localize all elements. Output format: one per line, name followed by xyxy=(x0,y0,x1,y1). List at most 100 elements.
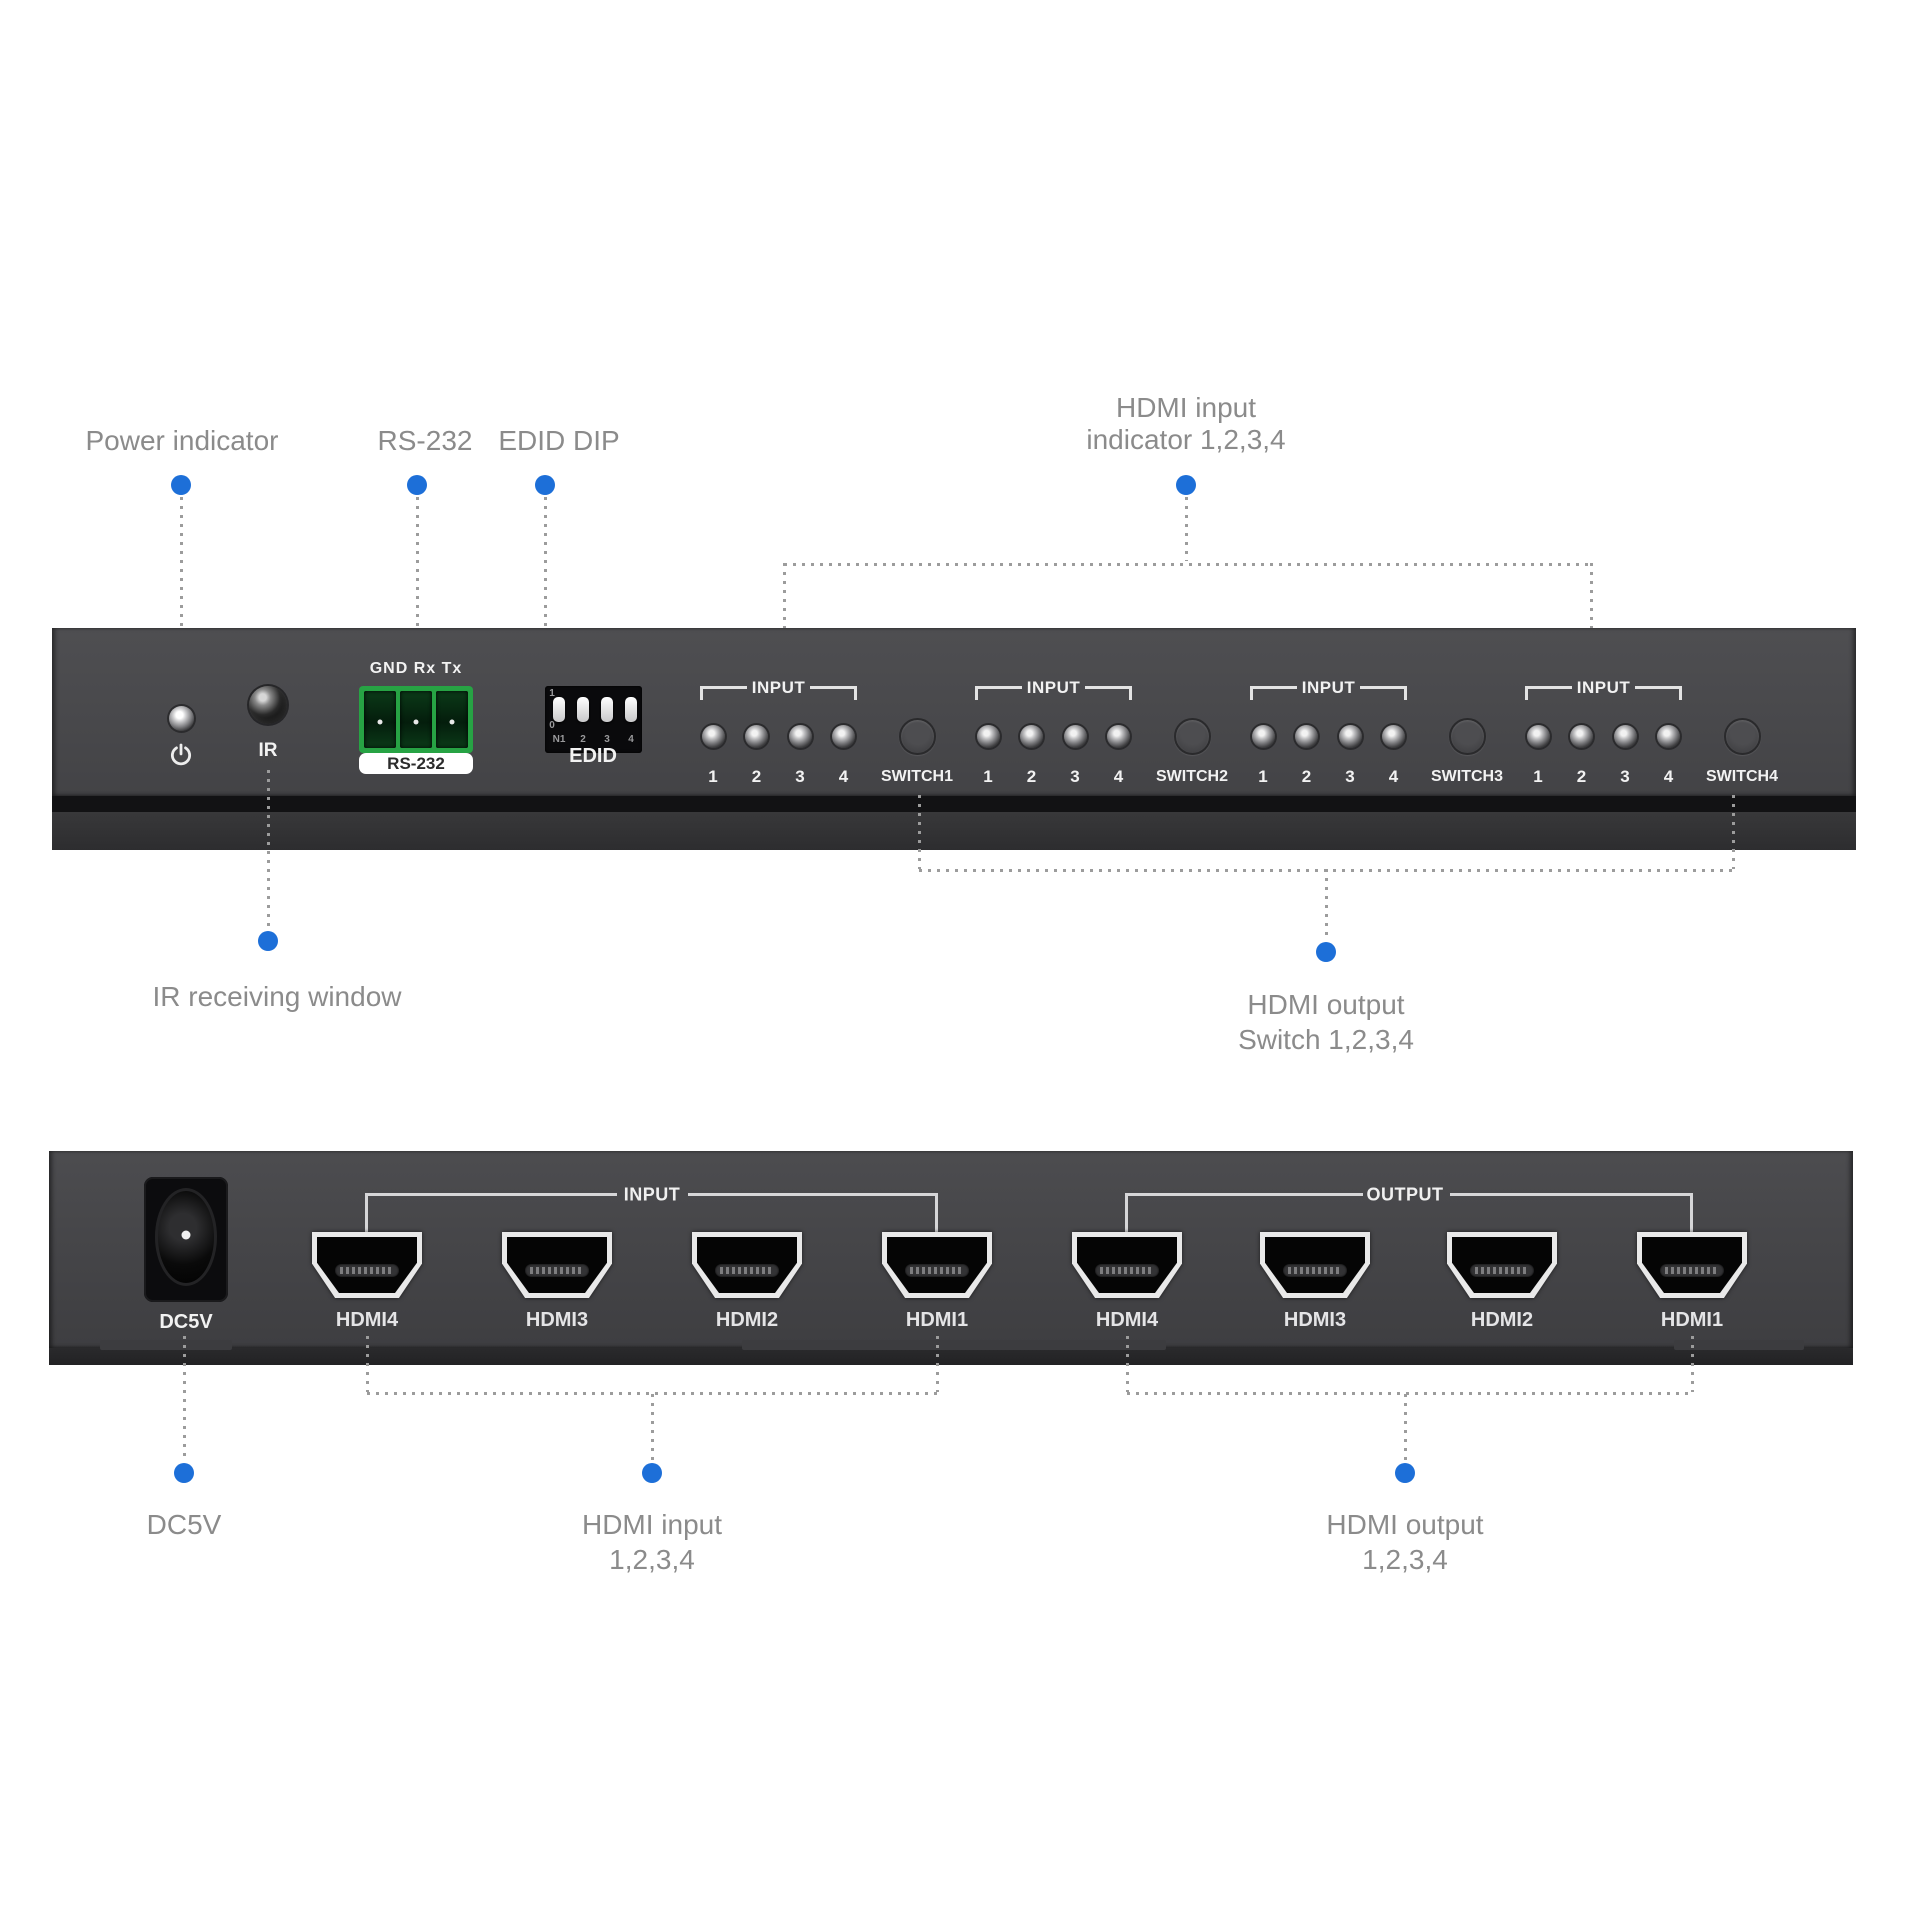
connector-hdmi-in-left xyxy=(366,1336,369,1392)
input-bracket-front-label: INPUT xyxy=(1576,678,1631,697)
connector-switch-left xyxy=(918,795,921,869)
connector-indicator-right xyxy=(1590,563,1593,663)
edid-label: EDID xyxy=(569,745,617,767)
hdmi-input-led-1 xyxy=(1526,725,1550,748)
hdmi-port-pins xyxy=(1095,1264,1159,1277)
hdmi-input-led-3 xyxy=(1613,725,1637,748)
input-bracket-front-label: INPUT xyxy=(751,678,806,697)
callout-rs232: RS-232 xyxy=(377,425,473,456)
hdmi-input-port-1 xyxy=(882,1232,992,1298)
dip-side-top-label: 1 xyxy=(549,688,555,699)
rs232-terminal-block xyxy=(359,686,473,753)
bracket-line xyxy=(1635,686,1679,689)
connector-hdmi-out-span xyxy=(1127,1392,1692,1395)
led-number-label: 1 xyxy=(1533,767,1543,786)
led-number-label: 4 xyxy=(838,767,849,786)
hdmi-input-led-4 xyxy=(1107,725,1130,748)
led-number-label: 2 xyxy=(751,767,762,786)
hdmi-port-pins xyxy=(1470,1264,1534,1277)
connector-power xyxy=(180,497,183,686)
bracket-tick xyxy=(700,686,703,700)
bracket-tick xyxy=(1679,686,1682,700)
input-bracket-label: INPUT xyxy=(623,1184,681,1205)
hdmi-port-pins xyxy=(715,1264,779,1277)
hdmi-port-label: HDMI1 xyxy=(1660,1309,1724,1331)
hdmi-input-led-1 xyxy=(1251,725,1275,748)
hdmi-input-led-3 xyxy=(1063,725,1087,748)
hdmi-output-port-4 xyxy=(1072,1232,1182,1298)
led-number-label: 3 xyxy=(1070,767,1080,786)
dip-number-label: 2 xyxy=(580,734,586,745)
front-panel-lip xyxy=(52,812,1856,850)
callout-hdmi-input-line2: 1,2,3,4 xyxy=(609,1544,695,1575)
rear-panel-lip xyxy=(49,1348,1853,1365)
connector-hdmi-in-stem xyxy=(651,1394,654,1461)
hdmi-input-led-4 xyxy=(1657,725,1680,748)
bracket-tick xyxy=(1250,686,1253,700)
bracket-line xyxy=(1253,686,1297,689)
chassis-notch xyxy=(742,1340,1166,1350)
bracket-line xyxy=(810,686,854,689)
connector-dc xyxy=(183,1336,186,1461)
callout-hdmi-output-switch-line2: Switch 1,2,3,4 xyxy=(1238,1024,1414,1055)
hdmi-input-led-2 xyxy=(1295,725,1318,748)
bracket-line xyxy=(703,686,747,689)
hdmi-input-led-4 xyxy=(832,725,855,748)
bracket-tick xyxy=(1129,686,1132,700)
callout-hdmi-input-indicator-line2: indicator 1,2,3,4 xyxy=(1086,424,1286,455)
switch-label: SWITCH4 xyxy=(1706,768,1778,785)
hdmi-port-label: HDMI4 xyxy=(1095,1309,1159,1331)
dip-number-label: N1 xyxy=(552,734,566,745)
connector-indicator-stem xyxy=(1185,497,1188,561)
terminal-slot-tx xyxy=(436,691,468,748)
callout-hdmi-input-indicator-line1: HDMI input xyxy=(1115,392,1257,423)
led-number-label: 4 xyxy=(1388,767,1399,786)
input-bracket-left xyxy=(365,1193,368,1233)
dip-number-label: 4 xyxy=(628,734,634,745)
led-number-label: 2 xyxy=(1576,767,1587,786)
connector-hdmi-in-span xyxy=(367,1392,937,1395)
connector-hdmi-out-right xyxy=(1691,1336,1694,1392)
dc-power-jack xyxy=(144,1177,228,1302)
hdmi-port-label: HDMI2 xyxy=(1470,1309,1534,1331)
input-bracket-front: INPUT xyxy=(700,678,857,706)
hdmi-input-port-4 xyxy=(312,1232,422,1298)
switch-button-1 xyxy=(898,718,936,755)
callout-dot-dc5v xyxy=(174,1463,194,1483)
front-panel-groove xyxy=(52,796,1856,812)
led-number-label: 2 xyxy=(1301,767,1312,786)
led-number-label: 1 xyxy=(1258,767,1268,786)
hdmi-input-led-1 xyxy=(701,725,725,748)
led-number-label: 3 xyxy=(1345,767,1355,786)
serial-pins-label: GND Rx Tx xyxy=(369,660,463,677)
callout-dot-edid xyxy=(535,475,555,495)
led-number-label: 3 xyxy=(1620,767,1630,786)
connector-indicator-left xyxy=(783,563,786,663)
led-number-label: 4 xyxy=(1663,767,1674,786)
dip-switch-4 xyxy=(625,697,637,722)
callout-dot-switch xyxy=(1316,942,1336,962)
connector-indicator-span xyxy=(784,563,1592,566)
bracket-line xyxy=(1085,686,1129,689)
front-panel-face xyxy=(52,628,1856,796)
power-led xyxy=(169,706,194,731)
hdmi-input-led-3 xyxy=(1338,725,1362,748)
callout-hdmi-output-switch-line1: HDMI output xyxy=(1247,989,1405,1020)
input-bracket-front-label: INPUT xyxy=(1301,678,1356,697)
output-bracket-label: OUTPUT xyxy=(1366,1184,1444,1205)
hdmi-port-pins xyxy=(1660,1264,1724,1277)
dc-jack-barrel xyxy=(155,1188,217,1286)
connector-hdmi-out-left xyxy=(1126,1336,1129,1392)
hdmi-input-led-3 xyxy=(788,725,812,748)
callout-dot-hdmi-indicator xyxy=(1176,475,1196,495)
terminal-slot-gnd xyxy=(364,691,396,748)
hdmi-input-led-2 xyxy=(745,725,768,748)
connector-hdmi-in-right xyxy=(936,1336,939,1392)
bracket-line xyxy=(978,686,1022,689)
switch-label: SWITCH2 xyxy=(1156,768,1228,785)
input-bracket-right xyxy=(935,1193,938,1233)
bracket-tick xyxy=(1404,686,1407,700)
callout-dot-power xyxy=(171,475,191,495)
